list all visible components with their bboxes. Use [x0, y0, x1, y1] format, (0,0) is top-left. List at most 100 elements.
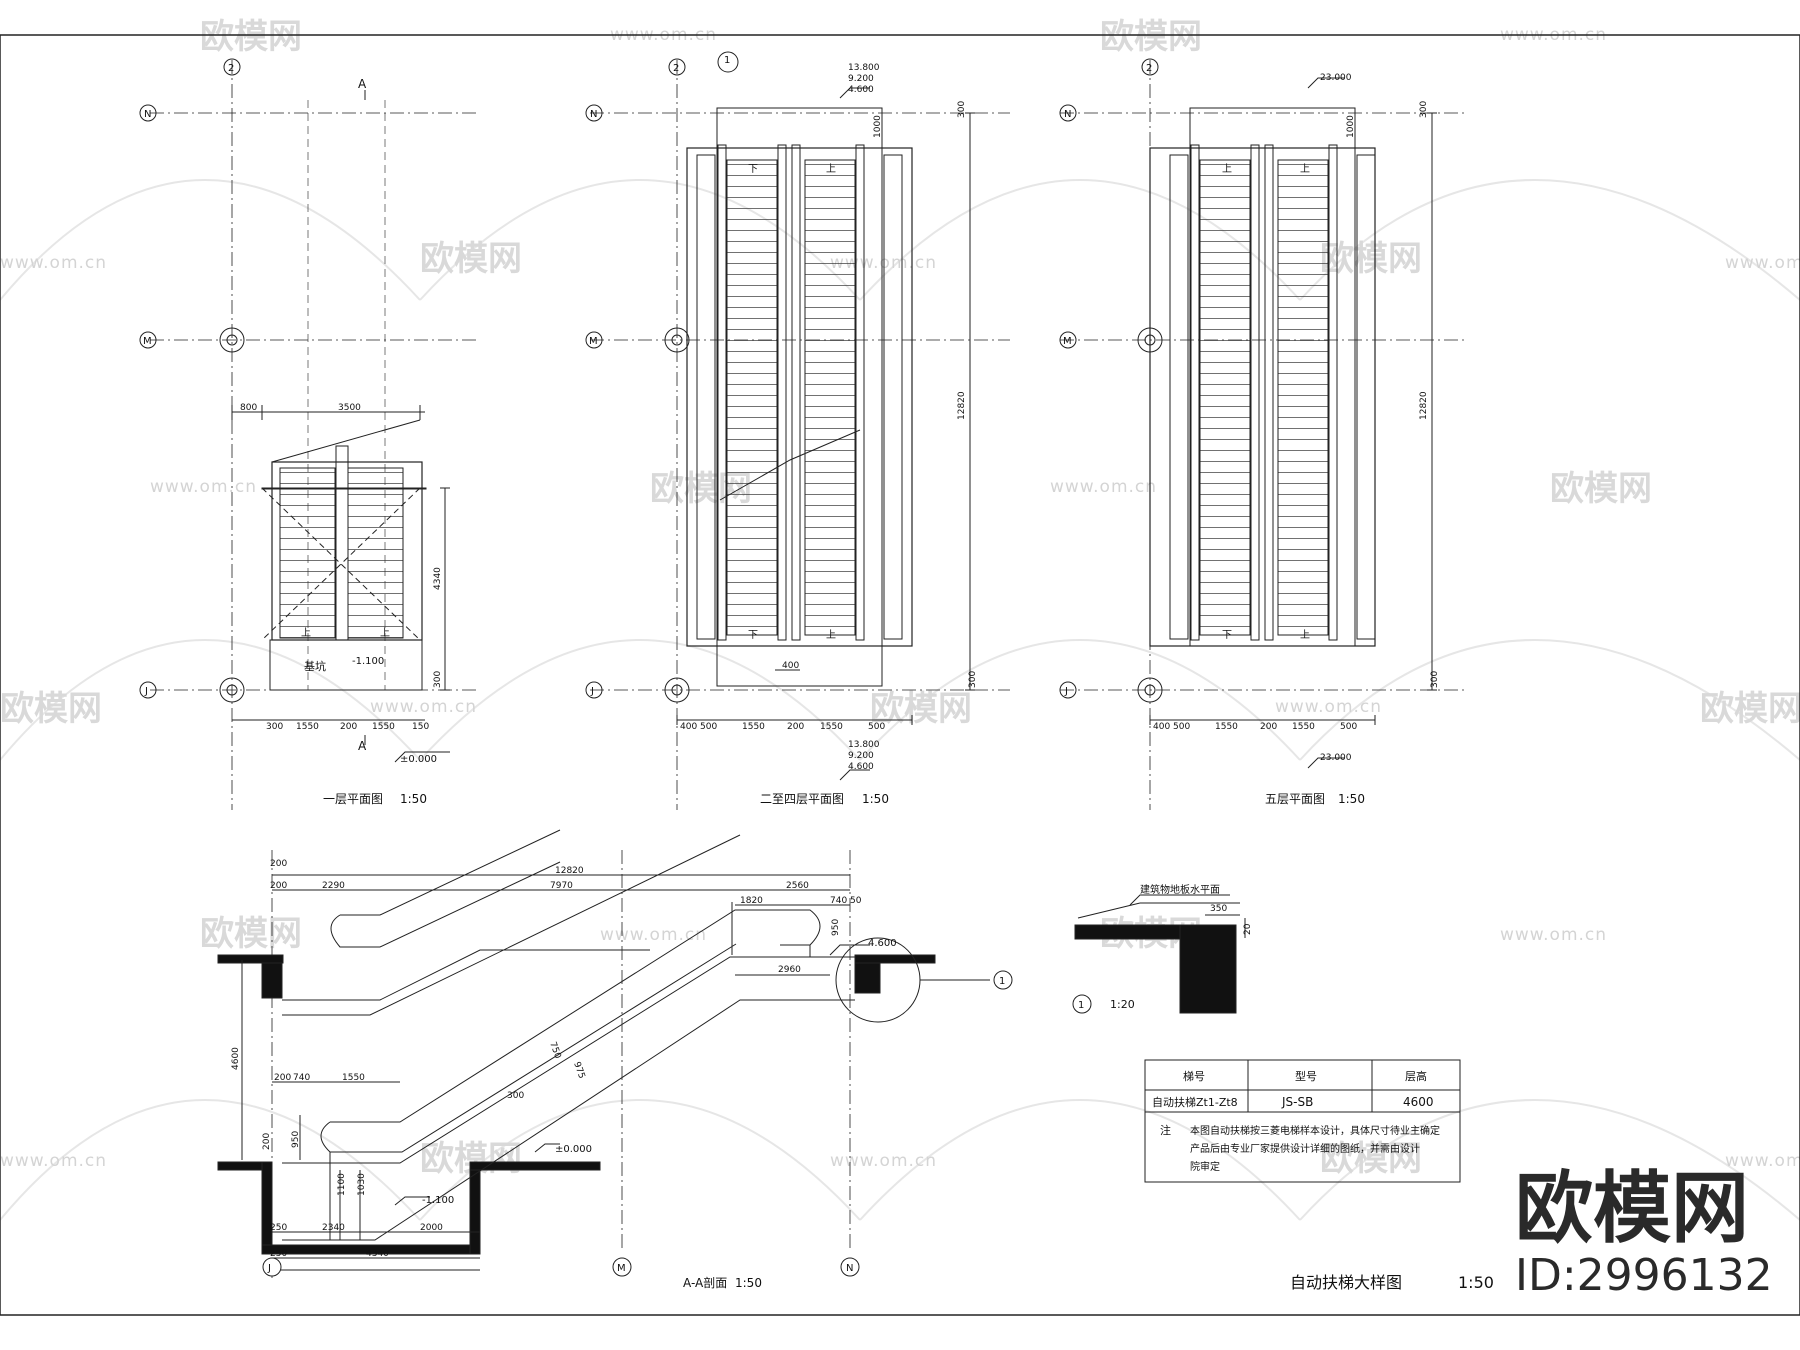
svg-text:下: 下 — [1222, 630, 1232, 641]
svg-text:层高: 层高 — [1405, 1069, 1427, 1083]
svg-text:www.om.cn: www.om.cn — [1725, 253, 1800, 273]
svg-text:9.200: 9.200 — [848, 74, 874, 84]
svg-text:200: 200 — [340, 722, 357, 732]
svg-text:3500: 3500 — [338, 403, 361, 413]
svg-text:1:50: 1:50 — [735, 1276, 762, 1290]
svg-text:梯号: 梯号 — [1183, 1070, 1205, 1083]
svg-text:4600: 4600 — [231, 1047, 241, 1070]
svg-text:300: 300 — [968, 671, 978, 688]
svg-text:一层平面图: 一层平面图 — [323, 792, 383, 806]
svg-text:产品后由专业厂家提供设计详细的图纸，并需由设计: 产品后由专业厂家提供设计详细的图纸，并需由设计 — [1190, 1142, 1420, 1155]
svg-text:4.600: 4.600 — [848, 85, 874, 95]
svg-text:1: 1 — [1078, 1000, 1084, 1011]
svg-text:350: 350 — [1210, 904, 1227, 914]
svg-text:M: M — [143, 336, 152, 347]
svg-text:12820: 12820 — [957, 391, 967, 420]
svg-text:300: 300 — [507, 1091, 524, 1101]
svg-text:400: 400 — [680, 722, 697, 732]
svg-text:N: N — [1064, 109, 1071, 120]
svg-text:4340: 4340 — [433, 567, 443, 590]
svg-text:2: 2 — [1146, 63, 1152, 74]
svg-text:注: 注 — [1160, 1123, 1171, 1137]
floor1-labels: N M J 2 A A 800 3500 4340 300 300 1550 2… — [139, 58, 443, 806]
svg-text:250: 250 — [270, 1249, 287, 1259]
svg-text:1:50: 1:50 — [1338, 792, 1365, 806]
svg-text:12820: 12820 — [555, 866, 584, 876]
svg-text:上: 上 — [1222, 163, 1232, 175]
svg-text:M: M — [617, 1263, 626, 1274]
svg-text:950: 950 — [291, 1131, 301, 1148]
svg-text:300: 300 — [1419, 101, 1429, 118]
svg-text:1:50: 1:50 — [862, 792, 889, 806]
svg-text:1550: 1550 — [1292, 722, 1315, 732]
svg-text:www.om.cn: www.om.cn — [370, 697, 477, 717]
svg-text:200: 200 — [270, 881, 287, 891]
svg-text:2290: 2290 — [322, 881, 345, 891]
svg-text:±0.000: ±0.000 — [555, 1144, 592, 1155]
svg-text:本图自动扶梯按三菱电梯样本设计，具体尺寸待业主确定: 本图自动扶梯按三菱电梯样本设计，具体尺寸待业主确定 — [1190, 1124, 1440, 1137]
svg-text:1550: 1550 — [372, 722, 395, 732]
svg-text:1: 1 — [999, 976, 1005, 987]
svg-text:2: 2 — [673, 63, 679, 74]
svg-text:1:20: 1:20 — [1110, 998, 1135, 1011]
svg-text:200: 200 — [787, 722, 804, 732]
floor1-plan — [150, 60, 480, 810]
svg-text:www.om.cn: www.om.cn — [600, 925, 707, 945]
svg-text:750: 750 — [547, 1041, 562, 1061]
svg-text:建筑物地板水平面: 建筑物地板水平面 — [1140, 883, 1220, 896]
svg-text:五层平面图: 五层平面图 — [1265, 792, 1325, 806]
svg-text:欧模网: 欧模网 — [1700, 689, 1800, 729]
svg-text:M: M — [1063, 336, 1072, 347]
svg-text:欧模网: 欧模网 — [0, 689, 102, 729]
svg-text:250: 250 — [270, 1223, 287, 1233]
svg-text:J: J — [267, 1263, 271, 1274]
svg-text:自动扶梯Zt1-Zt8: 自动扶梯Zt1-Zt8 — [1152, 1095, 1238, 1109]
svg-text:500: 500 — [700, 722, 717, 732]
svg-text:欧模网: 欧模网 — [200, 914, 302, 954]
svg-text:二至四层平面图: 二至四层平面图 — [760, 792, 844, 806]
detail-1 — [1074, 894, 1246, 1014]
svg-text:J: J — [1064, 686, 1068, 697]
svg-text:下: 下 — [748, 630, 758, 641]
svg-text:www.om.cn: www.om.cn — [830, 253, 937, 273]
main-title: 自动扶梯大样图 1:50 — [1290, 1273, 1494, 1292]
svg-text:ID:2996132: ID:2996132 — [1515, 1250, 1773, 1301]
svg-text:200: 200 — [1260, 722, 1277, 732]
svg-text:4600: 4600 — [1403, 1095, 1434, 1109]
svg-text:2960: 2960 — [778, 965, 801, 975]
svg-text:300: 300 — [1430, 671, 1440, 688]
svg-text:500: 500 — [868, 722, 885, 732]
svg-text:上: 上 — [826, 163, 836, 175]
svg-text:13.800: 13.800 — [848, 740, 880, 750]
svg-text:300: 300 — [957, 101, 967, 118]
svg-text:±0.000: ±0.000 — [400, 754, 437, 765]
svg-text:1000: 1000 — [1346, 115, 1356, 138]
aa-section-labels: 12820 2290 7970 2560 1820 740 200 200 50… — [231, 859, 1013, 1290]
svg-text:2000: 2000 — [420, 1223, 443, 1233]
svg-text:A-A剖面: A-A剖面 — [683, 1276, 727, 1290]
svg-text:2340: 2340 — [322, 1223, 345, 1233]
floor5-labels: N M J 2 23.000 23.000 12820 300 1000 300… — [1059, 58, 1440, 806]
watermark-arcs — [0, 179, 1800, 1221]
svg-text:欧模网: 欧模网 — [1550, 469, 1652, 509]
svg-text:院审定: 院审定 — [1190, 1160, 1220, 1173]
svg-text:1550: 1550 — [820, 722, 843, 732]
svg-text:1100: 1100 — [337, 1173, 347, 1196]
svg-text:1:50: 1:50 — [1458, 1273, 1494, 1292]
svg-text:1: 1 — [724, 55, 730, 66]
svg-text:-1.100: -1.100 — [352, 656, 384, 667]
svg-text:50: 50 — [850, 896, 862, 906]
svg-text:740: 740 — [830, 896, 847, 906]
svg-text:JS-SB: JS-SB — [1281, 1095, 1313, 1109]
svg-text:欧模网: 欧模网 — [1320, 239, 1422, 279]
svg-text:-1.100: -1.100 — [422, 1195, 454, 1206]
svg-text:800: 800 — [240, 403, 257, 413]
svg-text:上: 上 — [380, 627, 390, 639]
svg-text:950: 950 — [831, 919, 841, 936]
svg-text:www.om.cn: www.om.cn — [150, 477, 257, 497]
svg-text:A: A — [358, 739, 367, 753]
svg-text:www.om.cn: www.om.cn — [1500, 925, 1607, 945]
svg-text:1550: 1550 — [1215, 722, 1238, 732]
svg-text:基坑: 基坑 — [304, 659, 326, 673]
